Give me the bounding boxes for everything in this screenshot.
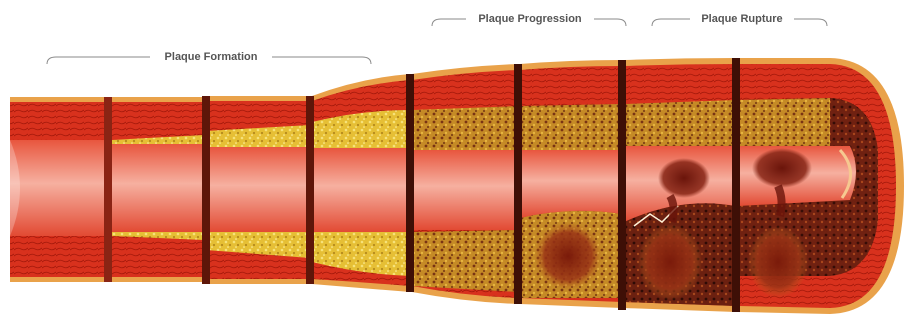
necrotic-core [638,224,702,300]
bracket-left [432,19,466,26]
bracket-left [652,19,690,26]
artery-segment-rupture-2 [732,58,904,314]
bracket-right [794,19,827,26]
stage-header-progression: Plaque Progression [432,13,626,26]
artery-segment-growing-plaque [306,74,410,292]
label-plaque-formation: Plaque Formation [165,51,258,63]
artery-segment-rupture-1 [618,58,736,312]
artery-segment-progression-2 [514,60,622,308]
necrotic-core [748,226,808,298]
thrombus [658,158,710,198]
thrombus [752,148,812,188]
artery-segment-early-plaque [104,97,204,282]
necrotic-core [534,222,602,290]
bracket-right [272,57,371,64]
artery-segment-healthy [10,97,110,282]
stage-header-formation: Plaque Formation [47,51,371,64]
artery-segment-fatty-streak [202,96,310,284]
label-plaque-progression: Plaque Progression [478,13,582,25]
bracket-left [47,57,150,64]
artery-segment-progression-1 [406,64,518,304]
stage-header-rupture: Plaque Rupture [652,13,827,26]
bracket-right [594,19,626,26]
label-plaque-rupture: Plaque Rupture [701,13,782,25]
